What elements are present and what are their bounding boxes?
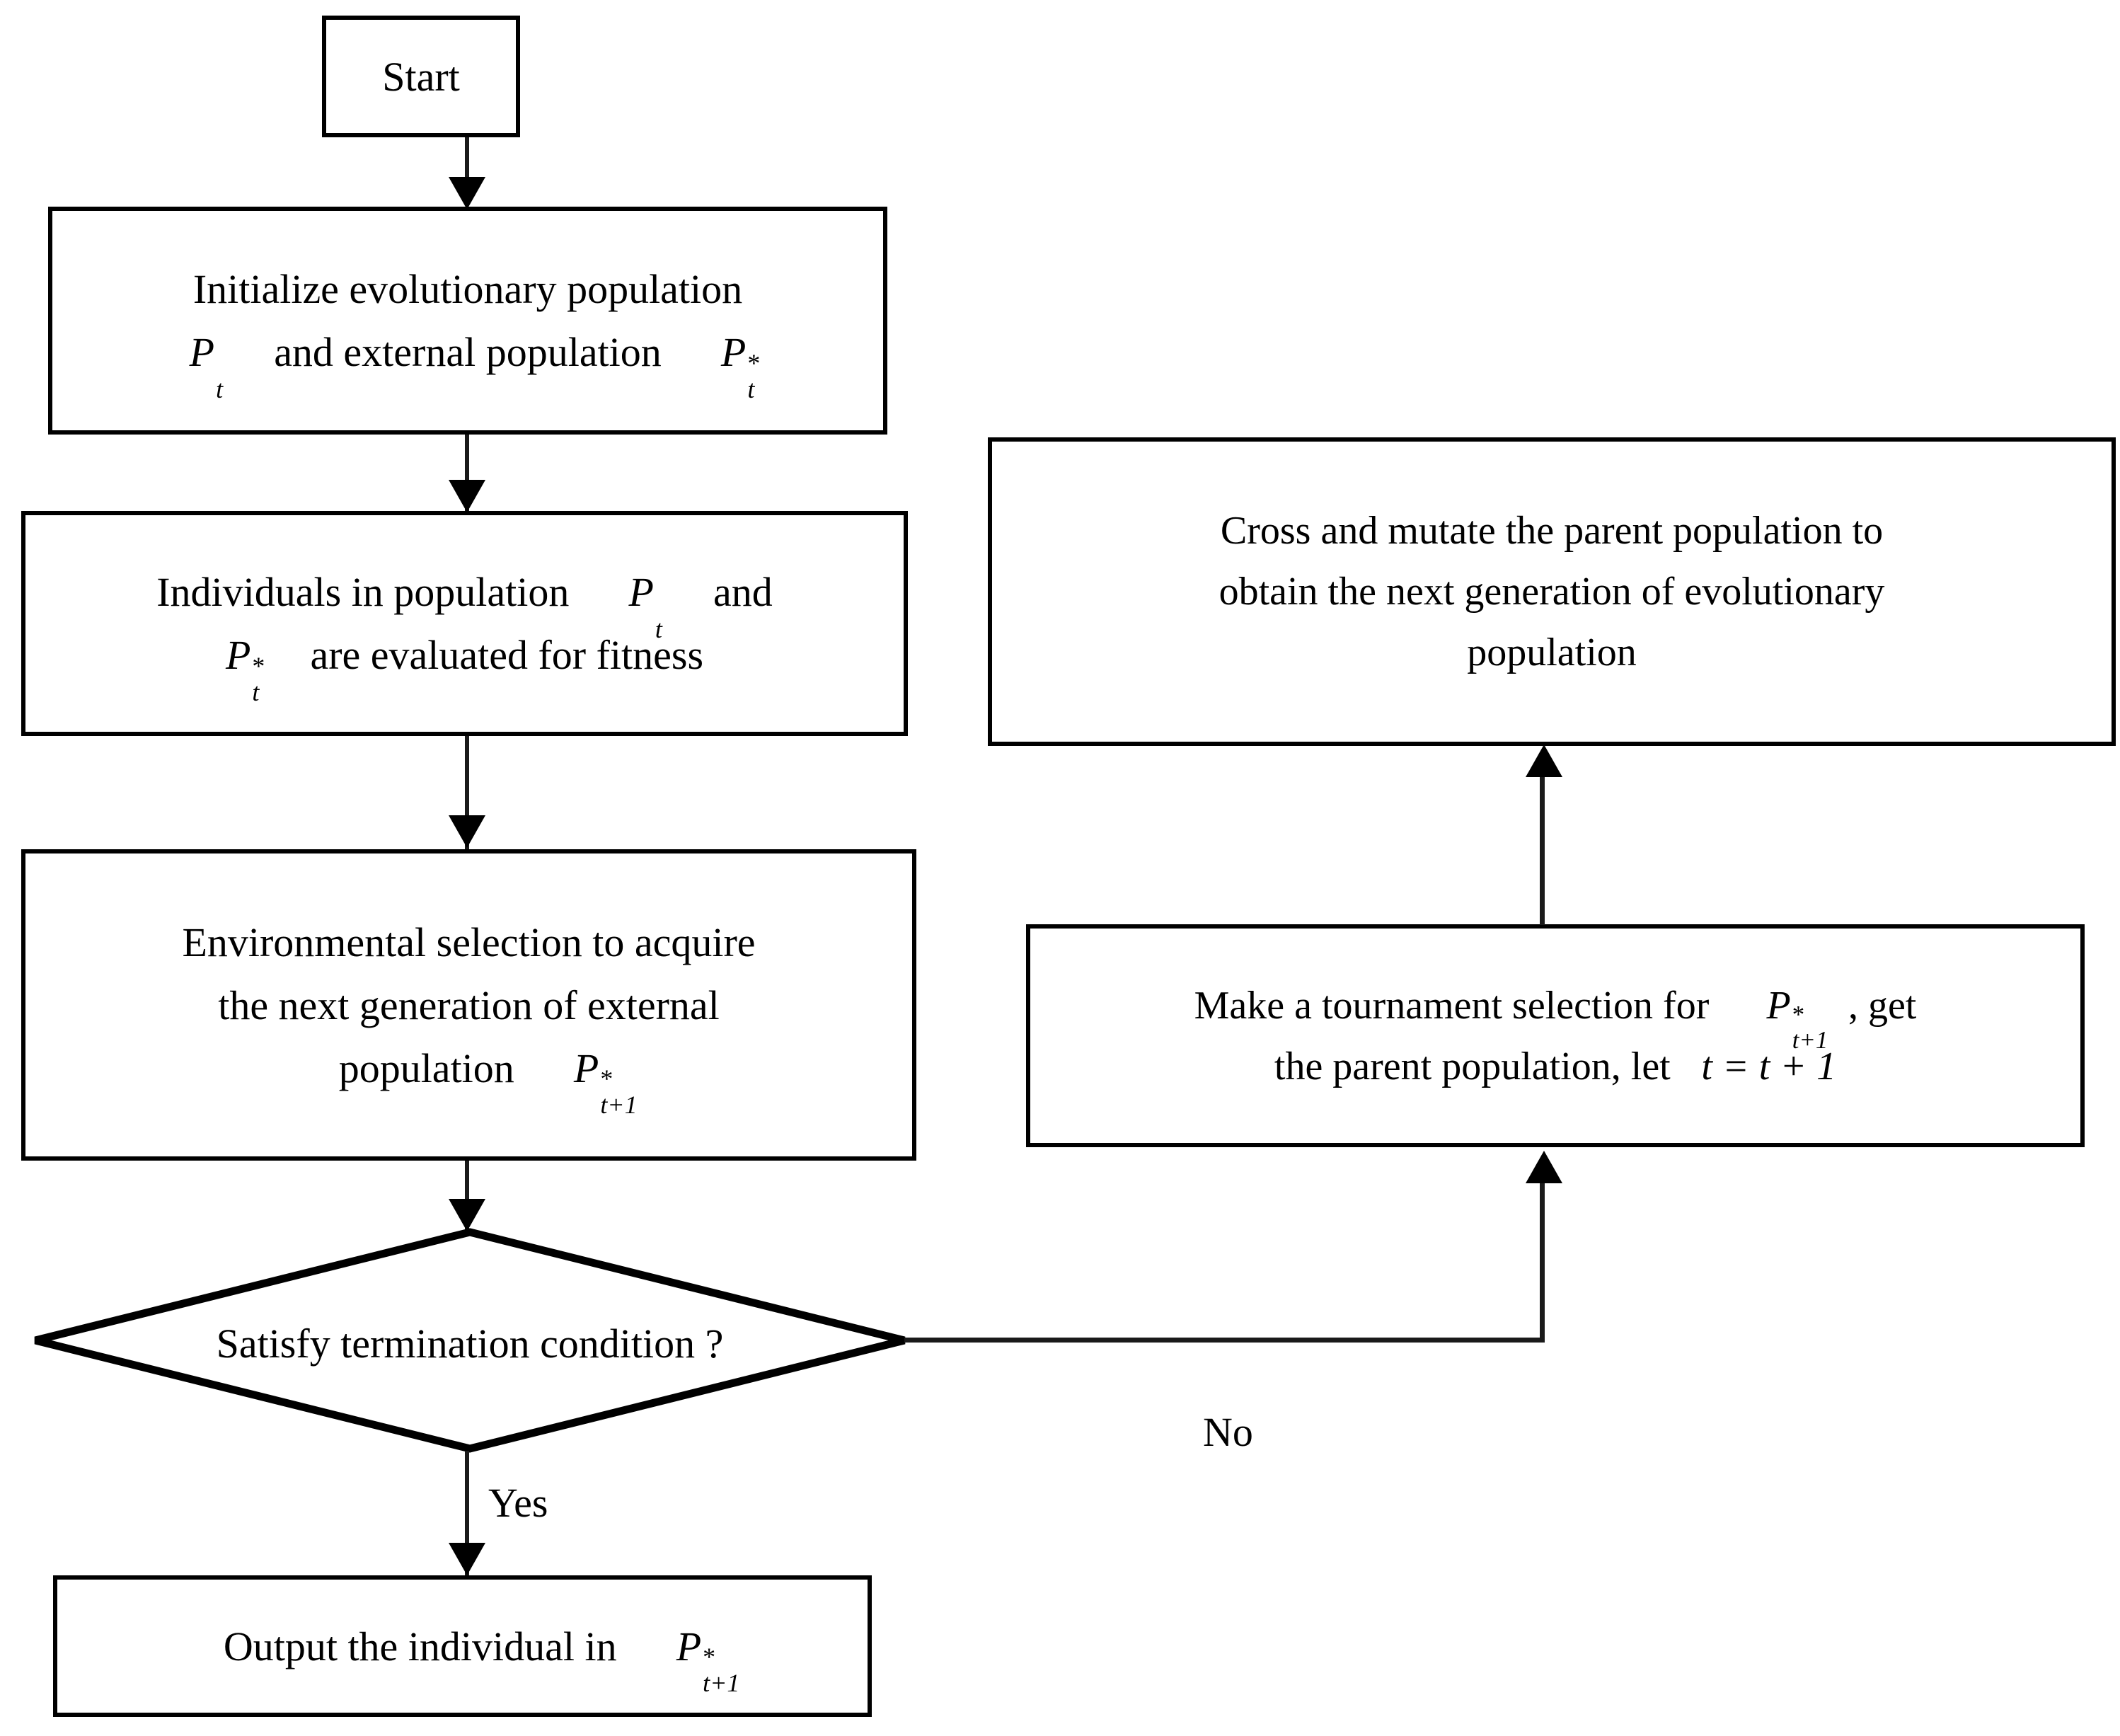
node-output-line1-text: Output the individual in bbox=[223, 1623, 617, 1669]
connector-start-to-initialize bbox=[465, 137, 469, 187]
node-cross-mutate[interactable]: Cross and mutate the parent population t… bbox=[988, 437, 2116, 746]
node-initialize-line2-mid: and external population bbox=[274, 329, 662, 375]
node-evaluate-line1-text: Individuals in population bbox=[156, 569, 570, 615]
connector-env-selection-to-decision bbox=[465, 1161, 469, 1235]
math-P-star-t-plus-1: P bbox=[1766, 983, 1791, 1028]
node-cross-mutate-line1: Cross and mutate the parent population t… bbox=[1220, 509, 1884, 553]
arrowhead-initialize-to-evaluate bbox=[449, 480, 485, 512]
node-tournament-line1-get: , get bbox=[1848, 983, 1917, 1028]
math-t-equals-t-plus-1: t = t + 1 bbox=[1701, 1044, 1837, 1088]
arrowhead-no-to-tournament bbox=[1526, 1151, 1562, 1183]
math-P-star-t-plus-1: P bbox=[676, 1623, 702, 1669]
edge-label-no: No bbox=[1203, 1409, 1253, 1455]
edge-label-yes: Yes bbox=[488, 1480, 548, 1526]
node-decision-label: Satisfy termination condition ? bbox=[216, 1321, 724, 1367]
arrowhead-evaluate-to-env-selection bbox=[449, 815, 485, 848]
connector-tournament-to-cross-mutate bbox=[1540, 775, 1545, 925]
math-P-t: P bbox=[628, 569, 654, 615]
node-env-selection-line2: the next generation of external bbox=[218, 982, 720, 1028]
arrowhead-start-to-initialize bbox=[449, 177, 485, 209]
math-P-star-t: P bbox=[720, 329, 747, 375]
node-evaluate-line2-text: are evaluated for fitness bbox=[310, 632, 704, 678]
node-decision[interactable]: Satisfy termination condition ? bbox=[31, 1228, 909, 1453]
node-tournament-line2: the parent population, let t = t + 1 bbox=[1274, 1044, 1836, 1089]
node-cross-mutate-line3: population bbox=[1467, 631, 1637, 674]
connector-no-horizontal bbox=[904, 1338, 1545, 1343]
arrowhead-yes-to-output bbox=[449, 1543, 485, 1575]
node-tournament-line1-text: Make a tournament selection for bbox=[1194, 983, 1710, 1028]
node-initialize-line1: Initialize evolutionary population bbox=[192, 266, 743, 312]
math-P-star-t-plus-1: P bbox=[573, 1045, 599, 1091]
node-env-selection-line1: Environmental selection to acquire bbox=[182, 919, 756, 965]
connector-initialize-to-evaluate bbox=[465, 435, 469, 512]
connector-no-vertical bbox=[1540, 1180, 1545, 1342]
math-P-t: P bbox=[189, 329, 215, 375]
connector-evaluate-to-env-selection bbox=[465, 736, 469, 849]
node-tournament-line2-text: the parent population, let bbox=[1274, 1044, 1671, 1088]
node-env-selection[interactable]: Environmental selection to acquire the n… bbox=[21, 849, 916, 1161]
node-evaluate-line1-and: and bbox=[713, 569, 773, 615]
math-P-star-t: P bbox=[225, 632, 251, 678]
arrowhead-tournament-to-cross-mutate bbox=[1526, 745, 1562, 777]
diamond-shape bbox=[34, 1228, 906, 1453]
connector-yes-vertical bbox=[465, 1451, 469, 1575]
arrowhead-env-selection-to-decision bbox=[449, 1199, 485, 1231]
node-env-selection-line3-text: population bbox=[338, 1045, 514, 1091]
node-start-label: Start bbox=[382, 53, 460, 100]
node-start[interactable]: Start bbox=[322, 16, 520, 137]
node-cross-mutate-line2: obtain the next generation of evolutiona… bbox=[1219, 570, 1885, 614]
